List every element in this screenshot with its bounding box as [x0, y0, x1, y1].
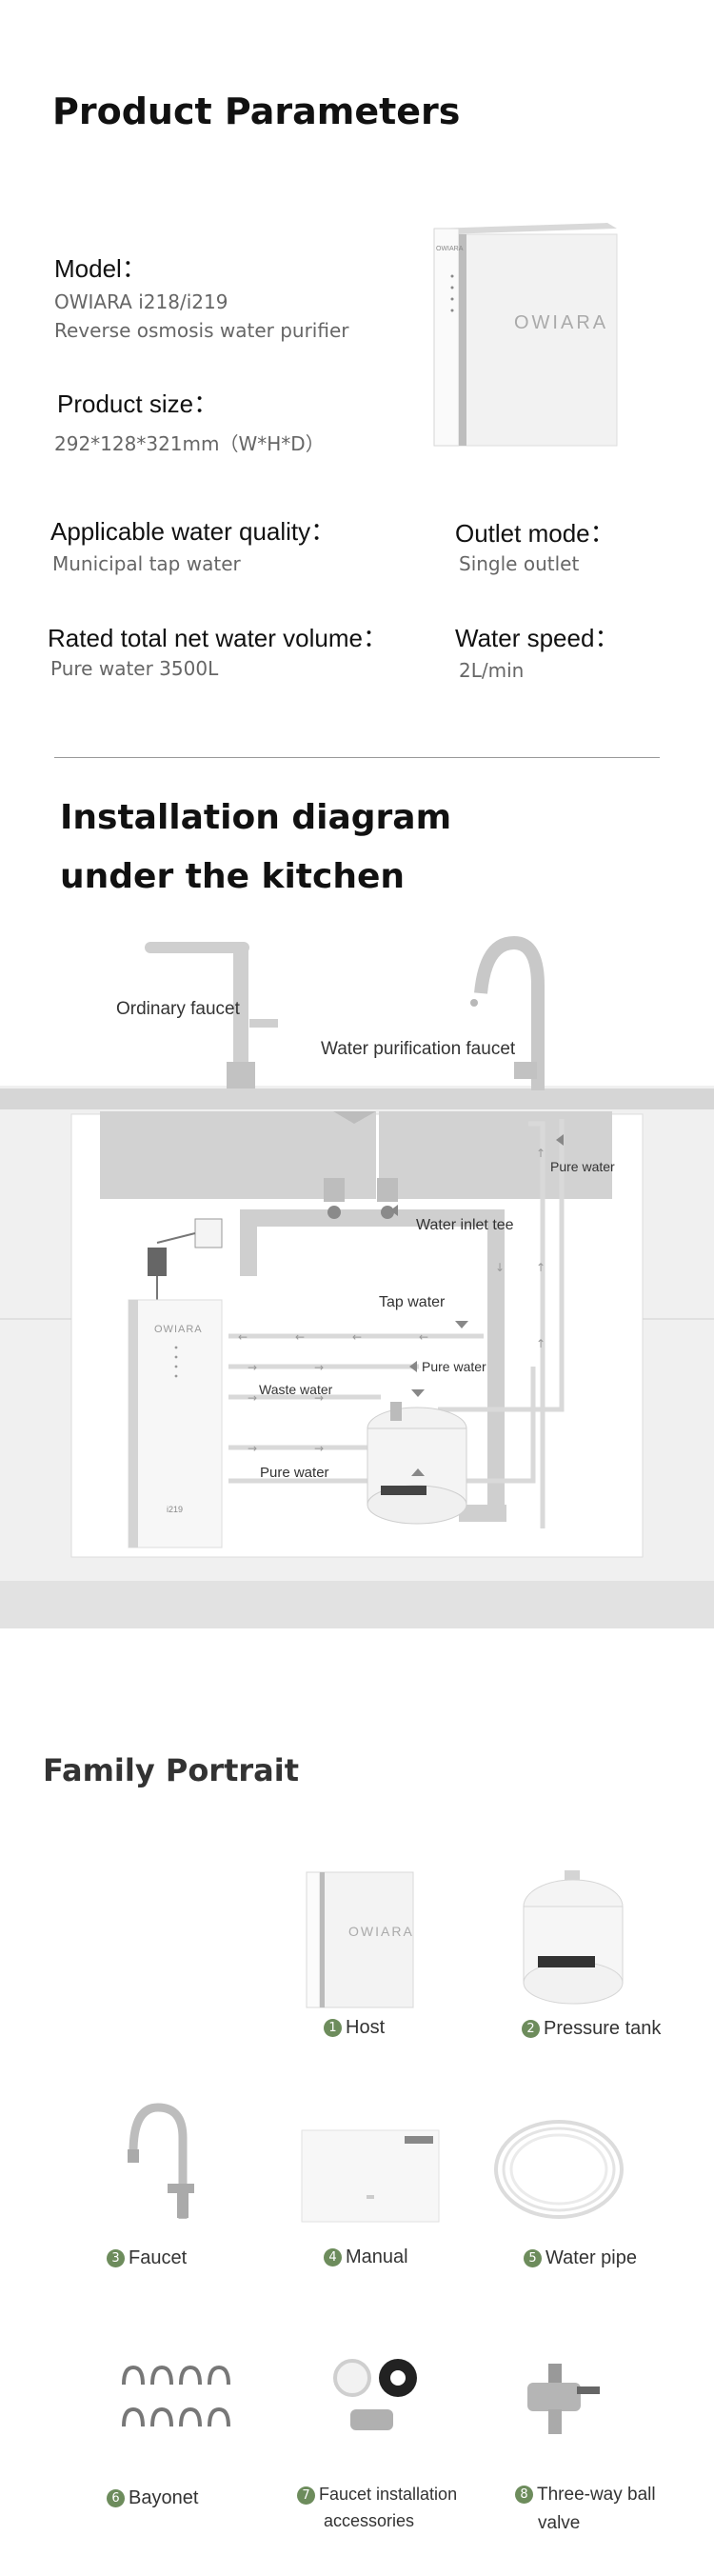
pressure-tank-image [519, 1868, 628, 2007]
water-pipe-image [490, 2114, 628, 2224]
outlet-mode-value: Single outlet [459, 552, 580, 575]
item-label-line2: accessories [324, 2511, 415, 2530]
water-speed-label: Water speed： [455, 624, 620, 652]
badge-number: 5 [524, 2249, 542, 2268]
svg-text:→: → [248, 1361, 257, 1374]
net-water-volume-label: Rated total net water volume： [48, 624, 387, 652]
family-portrait-title: Family Portrait [43, 1752, 300, 1788]
svg-text:←: ← [419, 1330, 428, 1344]
svg-text:→: → [248, 1391, 257, 1405]
faucet-illustration [128, 2103, 194, 2219]
net-water-volume-value: Pure water 3500L [50, 657, 219, 680]
section-divider [54, 757, 660, 758]
badge-number: 8 [515, 2486, 533, 2505]
host-image: OWIARA [303, 1868, 417, 2011]
waste-water-label: Waste water [259, 1382, 333, 1397]
svg-text:←: ← [352, 1330, 362, 1344]
bayonet-illustration [122, 2365, 230, 2427]
svg-text:←: ← [295, 1330, 305, 1344]
pure-water-top-label: Pure water [550, 1159, 615, 1174]
water-inlet-tee-label: Water inlet tee [416, 1217, 514, 1233]
faucet-image [112, 2100, 208, 2224]
svg-text:↑: ↑ [536, 1147, 545, 1160]
svg-text:→: → [314, 1361, 324, 1374]
badge-number: 7 [297, 2486, 315, 2505]
item-label: Manual [346, 2247, 408, 2267]
installation-title-line1: Installation diagram [60, 798, 452, 837]
water-speed-value: 2L/min [459, 659, 525, 682]
item-label-line2: valve [538, 2513, 581, 2533]
product-parameters-title: Product Parameters [52, 90, 461, 132]
three-way-valve-image [522, 2362, 603, 2438]
purifier-product-image: OWIARA OWIARA [426, 219, 622, 448]
ordinary-faucet-label: Ordinary faucet [116, 999, 240, 1019]
host-illustration [306, 1871, 414, 2008]
purifier-device-illustration [433, 223, 618, 447]
tap-water-label: Tap water [379, 1294, 446, 1310]
bayonet-image [116, 2362, 235, 2438]
water-pipe-illustration [494, 2120, 624, 2219]
pure-water-low-label: Pure water [260, 1465, 329, 1481]
item-label: Water pipe [545, 2247, 637, 2268]
size-value: 292*128*321mm（W*H*D） [54, 432, 325, 455]
model-type-value: Reverse osmosis water purifier [54, 319, 349, 342]
item-label: Pressure tank [544, 2018, 662, 2039]
svg-text:→: → [314, 1442, 324, 1455]
pressure-tank-illustration [523, 1870, 624, 2005]
water-quality-label: Applicable water quality： [50, 517, 336, 546]
manual-illustration [301, 2129, 440, 2223]
svg-text:↑: ↑ [536, 1337, 545, 1350]
ordinary-faucet-illustration [145, 942, 278, 1088]
svg-text:→: → [248, 1442, 257, 1455]
svg-text:→: → [314, 1391, 324, 1405]
faucet-accessories-illustration [333, 2359, 417, 2430]
item-label: Faucet [129, 2247, 188, 2268]
cabinet-device-brand: OWIARA [154, 1324, 203, 1335]
item-label: Faucet installation [319, 2485, 458, 2504]
badge-number: 4 [324, 2248, 342, 2267]
device-brand-text: OWIARA [514, 312, 609, 333]
cabinet-device-model: i219 [167, 1505, 184, 1514]
installation-diagram: ← ← ← ← → → → → → → ↑ ↑ ↑ ↓ Ordinary faucet Wate… [0, 929, 714, 1657]
three-way-valve-illustration [527, 2364, 600, 2434]
badge-number: 6 [107, 2489, 125, 2508]
manual-image [300, 2128, 441, 2224]
size-label: Product size： [57, 389, 219, 418]
purification-faucet-illustration [470, 935, 545, 1090]
badge-number: 1 [324, 2019, 342, 2038]
badge-number: 3 [107, 2249, 125, 2268]
svg-text:↓: ↓ [495, 1261, 505, 1274]
faucet-accessories-image [331, 2357, 422, 2438]
item-label: Three-way ball [537, 2485, 656, 2505]
outlet-mode-label: Outlet mode： [455, 519, 615, 548]
device-small-brand-text: OWIARA [436, 246, 464, 252]
pure-water-mid-label: Pure water [422, 1359, 486, 1374]
item-label: Bayonet [129, 2487, 199, 2508]
model-label: Model： [54, 254, 147, 283]
badge-number: 2 [522, 2020, 540, 2039]
model-value: OWIARA i218/i219 [54, 290, 228, 313]
svg-text:←: ← [238, 1330, 248, 1344]
kitchen-diagram-illustration: ← ← ← ← → → → → → → ↑ ↑ ↑ ↓ [0, 935, 714, 1628]
installation-title-line2: under the kitchen [60, 857, 406, 896]
item-label: Host [346, 2017, 386, 2038]
water-quality-value: Municipal tap water [52, 552, 241, 575]
purification-faucet-label: Water purification faucet [321, 1039, 516, 1059]
svg-text:↑: ↑ [536, 1261, 545, 1274]
host-brand-text: OWIARA [348, 1924, 414, 1939]
